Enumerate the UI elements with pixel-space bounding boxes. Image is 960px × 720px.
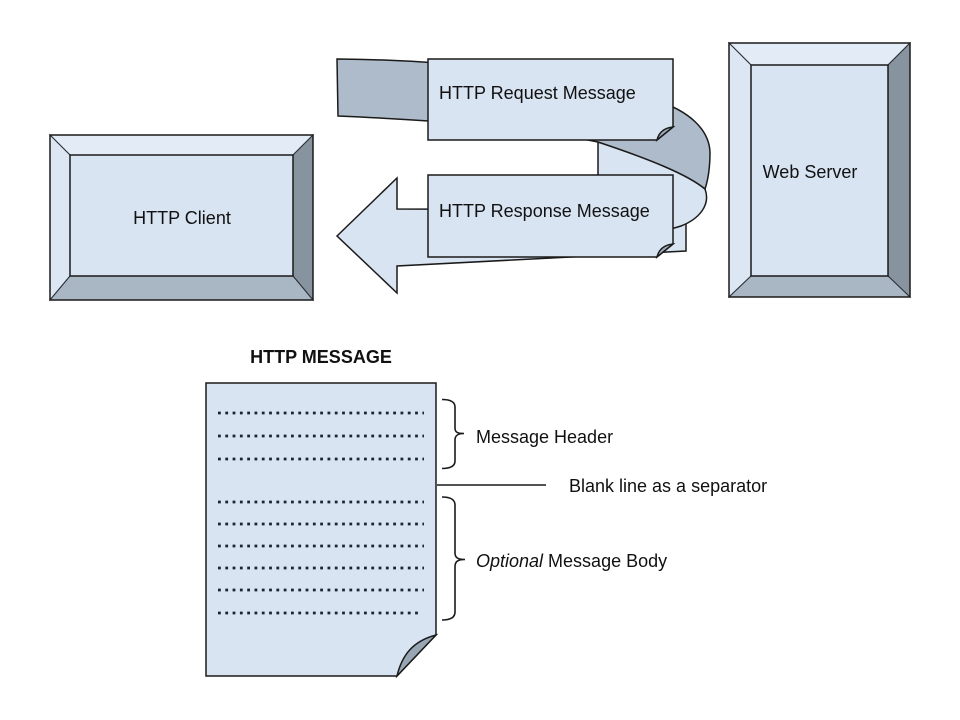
body-label-optional: Optional [476, 551, 544, 571]
client-box-inner-panel [69, 154, 294, 277]
document-fold-icon [395, 633, 439, 679]
server-box-left-face [728, 41, 752, 299]
header-dotted-lines [218, 411, 424, 461]
client-box-outer-frame [49, 134, 314, 301]
server-box-right-face [887, 41, 911, 299]
server-box-top-face [727, 42, 912, 66]
server-box-label: Web Server [763, 162, 858, 182]
client-box-right-face [292, 133, 314, 302]
client-box-left-face [49, 133, 71, 302]
body-dotted-lines [218, 500, 424, 615]
message-section: HTTP MESSAGE Message Header Bl [205, 347, 767, 679]
message-title: HTTP MESSAGE [250, 347, 392, 367]
request-note: HTTP Request Message [427, 58, 676, 143]
document-shape [205, 382, 437, 677]
header-brace-icon [441, 398, 465, 470]
client-box: HTTP Client [48, 133, 315, 302]
client-box-top-face [48, 134, 315, 156]
client-box-label: HTTP Client [133, 208, 231, 228]
server-box-inner-panel [750, 64, 889, 277]
request-note-fold-icon [655, 125, 676, 143]
server-box-outer-frame [728, 42, 911, 298]
flow-section: HTTP Request Message HTTP Response Messa… [48, 41, 912, 302]
server-box-bottom-face [727, 275, 912, 298]
client-box-bottom-face [48, 275, 315, 301]
header-label: Message Header [476, 427, 613, 447]
request-note-label: HTTP Request Message [439, 83, 636, 103]
server-box: Web Server [727, 41, 912, 299]
response-note-fold-icon [655, 242, 676, 260]
message-document [205, 382, 439, 679]
body-brace-icon [441, 496, 466, 621]
body-label-rest: Message Body [548, 551, 667, 571]
response-note: HTTP Response Message [427, 174, 676, 260]
separator-label: Blank line as a separator [569, 476, 767, 496]
response-note-label: HTTP Response Message [439, 201, 650, 221]
